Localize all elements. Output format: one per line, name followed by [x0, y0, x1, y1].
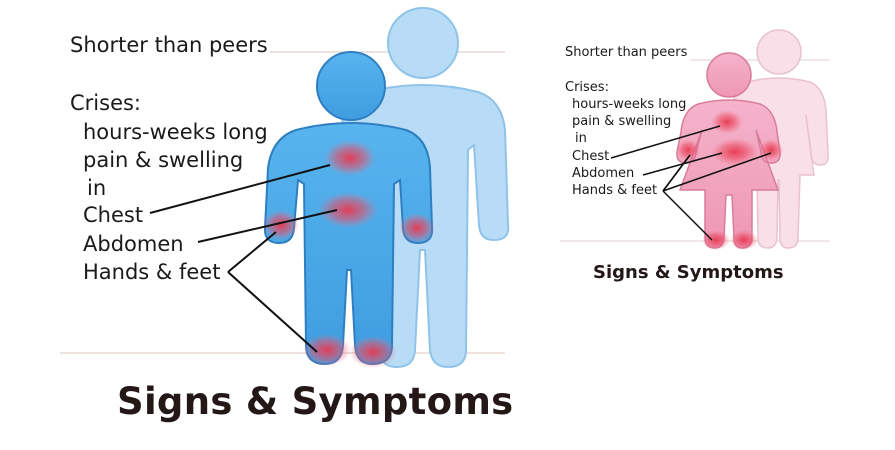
left-shorter-label: Shorter than peers	[70, 33, 268, 57]
left-hands-feet-label: Hands & feet	[83, 260, 221, 284]
right-chest-label: Chest	[572, 149, 610, 164]
male-figure	[263, 51, 434, 366]
right-in-label: in	[575, 131, 587, 146]
left-pointer-lines	[149, 164, 338, 353]
left-pain-label: pain & swelling	[83, 148, 244, 172]
left-title: Signs & Symptoms	[117, 380, 514, 423]
left-abdomen-label: Abdomen	[83, 232, 184, 256]
left-in-label: in	[87, 176, 107, 200]
right-pain-label: pain & swelling	[572, 114, 672, 129]
right-abdomen-label: Abdomen	[572, 166, 635, 181]
left-pain-spots	[263, 140, 435, 368]
right-duration-label: hours-weeks long	[572, 97, 687, 112]
left-chest-label: Chest	[83, 203, 144, 227]
right-crises-label: Crises:	[565, 80, 609, 95]
right-hands-feet-label: Hands & feet	[572, 183, 658, 198]
right-shorter-label: Shorter than peers	[565, 45, 688, 60]
right-title: Signs & Symptoms	[593, 262, 784, 283]
left-crises-label: Crises:	[70, 91, 142, 115]
right-pain-spots	[676, 110, 783, 250]
left-duration-label: hours-weeks long	[83, 120, 268, 144]
right-pointer-lines	[610, 125, 772, 241]
